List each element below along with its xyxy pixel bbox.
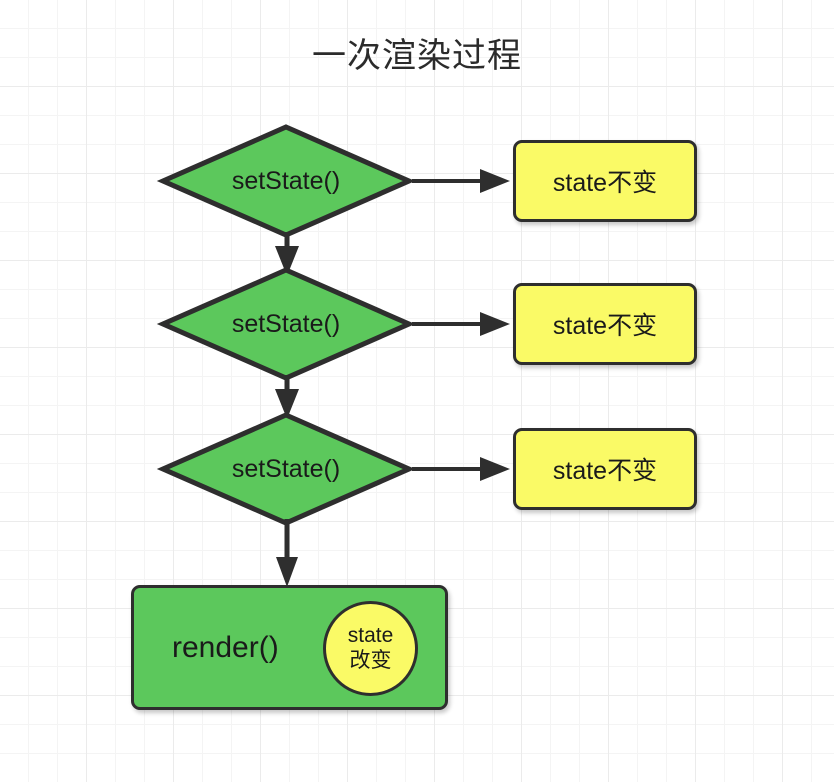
node-state-unchanged-3[interactable]: state不变 — [513, 428, 697, 510]
diamond-shape — [156, 124, 416, 238]
edge-setstate-1-to-setstate-2 — [275, 232, 299, 276]
node-state-unchanged-1[interactable]: state不变 — [513, 140, 697, 222]
edge-setstate-2-to-state-unchanged-2 — [412, 312, 510, 336]
state-changed-badge: state 改变 — [323, 601, 418, 696]
node-setstate-1[interactable]: setState() — [156, 124, 416, 238]
edge-setstate-3-to-render — [276, 519, 298, 587]
edge-setstate-1-to-state-unchanged-1 — [412, 169, 510, 193]
node-state-unchanged-1-label: state不变 — [552, 169, 658, 197]
state-changed-badge-line1: state — [347, 624, 394, 648]
edge-setstate-3-to-state-unchanged-3 — [412, 457, 510, 481]
diamond-shape — [156, 267, 416, 381]
node-state-unchanged-2[interactable]: state不变 — [513, 283, 697, 365]
edge-setstate-2-to-setstate-3 — [275, 375, 299, 419]
diamond-shape — [156, 412, 416, 526]
node-render-label: render() — [172, 630, 279, 664]
node-setstate-3[interactable]: setState() — [156, 412, 416, 526]
node-state-unchanged-3-label: state不变 — [552, 457, 658, 485]
node-state-unchanged-2-label: state不变 — [552, 312, 658, 340]
node-setstate-2[interactable]: setState() — [156, 267, 416, 381]
page-title: 一次渲染过程 — [312, 37, 522, 75]
node-render[interactable]: render() state 改变 — [131, 585, 448, 710]
state-changed-badge-line2: 改变 — [349, 648, 392, 672]
